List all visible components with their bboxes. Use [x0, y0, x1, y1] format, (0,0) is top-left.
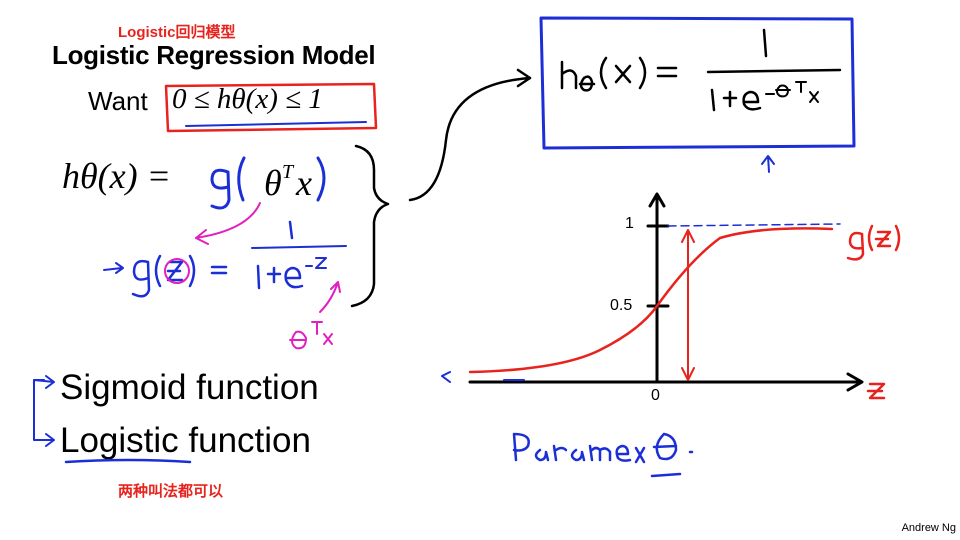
- magenta-arrow-2: [319, 281, 341, 313]
- hypothesis-box-formula: [560, 28, 842, 112]
- y-tick-1: 1: [625, 215, 634, 232]
- svg-text:T: T: [282, 161, 295, 183]
- want-underline: [185, 121, 367, 127]
- logistic-underline: [64, 458, 192, 464]
- vertical-arrow: [681, 229, 695, 381]
- left-dash-1: [441, 371, 451, 383]
- asymptote-dashed: [667, 223, 841, 227]
- y-tick-05: 0.5: [610, 297, 633, 314]
- theta-t-x-symbol: θ: [264, 163, 282, 203]
- gz-label: [846, 224, 901, 261]
- curly-brace: [350, 144, 390, 308]
- x-tick-0: 0: [651, 387, 660, 404]
- small-up-arrow: [761, 155, 775, 173]
- curved-arrow: [408, 68, 532, 202]
- handwritten-g-theta-x: [210, 156, 326, 210]
- parameters-handwritten: [512, 432, 694, 478]
- z-axis-label: [866, 382, 886, 400]
- hypothesis-box: [539, 16, 856, 150]
- slide-title: Logistic Regression Model: [52, 40, 376, 70]
- z-highlight-circle: [164, 258, 190, 284]
- list-item-logistic: Logistic function: [60, 421, 311, 460]
- magenta-arrow: [195, 202, 261, 245]
- hypothesis-expression: hθ(x) =: [62, 156, 171, 196]
- sigmoid-curve: [468, 227, 834, 374]
- note-chinese: 两种叫法都可以: [118, 483, 224, 500]
- theta-t-x-annotation: [289, 321, 333, 350]
- sigmoid-definition: [103, 220, 347, 298]
- want-expression: 0 ≤ hθ(x) ≤ 1: [172, 83, 323, 115]
- want-highlight-box: [164, 82, 378, 133]
- author-credit: Andrew Ng: [901, 522, 956, 534]
- svg-text:x: x: [295, 163, 312, 203]
- list-item-sigmoid: Sigmoid function: [60, 368, 319, 407]
- graph-axes: [468, 192, 864, 392]
- want-label: Want: [88, 86, 148, 116]
- list-arrows: [33, 375, 55, 447]
- title-chinese: Logistic回归模型: [118, 24, 236, 41]
